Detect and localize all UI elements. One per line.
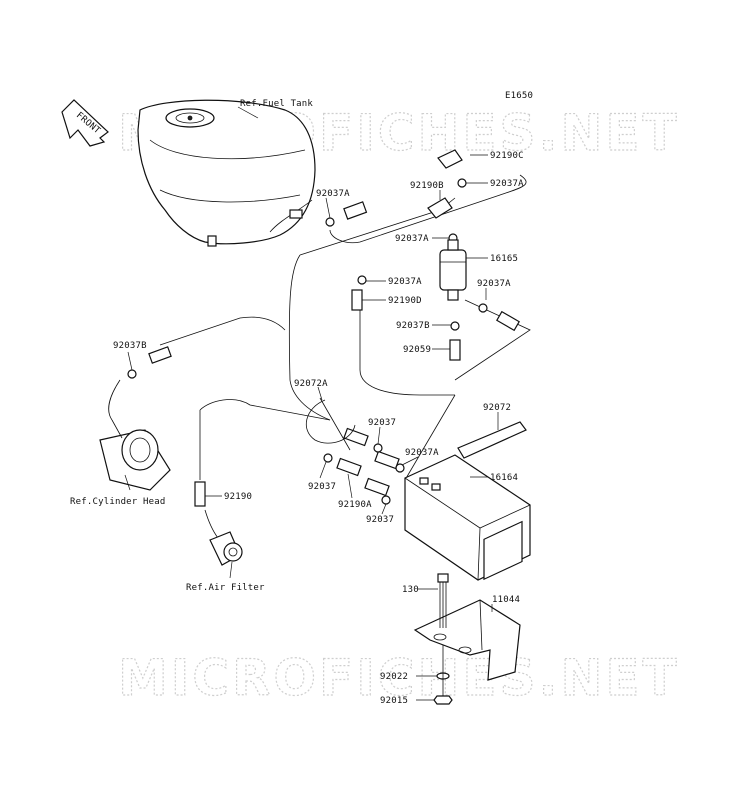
callout-92022: 92022 xyxy=(380,672,408,682)
hose-right xyxy=(496,310,520,332)
callout-11044: 11044 xyxy=(492,595,520,605)
callout-92037a-6: 92037A xyxy=(405,448,439,458)
callout-130: 130 xyxy=(402,585,419,595)
band-strap xyxy=(319,397,351,451)
callout-92059: 92059 xyxy=(403,345,431,355)
callout-92037a-5: 92037A xyxy=(477,279,511,289)
hose-92059 xyxy=(449,339,461,361)
callout-92190c: 92190C xyxy=(490,151,524,161)
callout-92190a: 92190A xyxy=(338,500,372,510)
ref-air-filter-label: Ref.Air Filter xyxy=(186,583,265,593)
hose-mid-1 xyxy=(343,427,369,447)
callout-92072: 92072 xyxy=(483,403,511,413)
callout-92037-3: 92037 xyxy=(366,515,394,525)
callout-92190: 92190 xyxy=(224,492,252,502)
canister-16164 xyxy=(404,454,531,581)
callout-92037b-2: 92037B xyxy=(113,341,147,351)
hose-mid-3 xyxy=(364,477,390,497)
hose-92190a xyxy=(336,457,362,477)
callout-92037a-2: 92037A xyxy=(316,189,350,199)
hose-left xyxy=(148,346,172,364)
front-arrow-icon: FRONT xyxy=(61,99,109,147)
band-92072a xyxy=(305,399,356,444)
hose-92190b xyxy=(427,197,453,219)
hose-mid-2 xyxy=(374,450,400,470)
nut-92015 xyxy=(433,695,453,705)
hose-92190d xyxy=(351,289,363,311)
watermark-bottom: MICROFICHES.NET xyxy=(118,649,680,707)
air-filter-fitting xyxy=(209,531,243,566)
callout-92015: 92015 xyxy=(380,696,408,706)
callout-92037b-1: 92037B xyxy=(396,321,430,331)
callouts: 92190C 92037A 92037A 92190B 92037A 16165… xyxy=(113,151,524,706)
callout-92037-1: 92037 xyxy=(368,418,396,428)
figure-code: E1650 xyxy=(505,91,533,101)
callout-92037-2: 92037 xyxy=(308,482,336,492)
ref-fuel-tank-label: Ref.Fuel Tank xyxy=(240,99,313,109)
callout-16165: 16165 xyxy=(490,254,518,264)
fuel-filter-16165 xyxy=(439,239,467,301)
hose-92190 xyxy=(194,481,206,507)
cylinder-head-fitting xyxy=(99,419,171,491)
bolt-130 xyxy=(437,573,449,628)
callout-92190d: 92190D xyxy=(388,296,422,306)
callout-92037a-3: 92037A xyxy=(395,234,429,244)
callout-92037a-4: 92037A xyxy=(388,277,422,287)
callout-92072a: 92072A xyxy=(294,379,328,389)
fuel-tank-shape xyxy=(137,99,316,247)
strap-92072 xyxy=(457,421,527,459)
callout-92190b: 92190B xyxy=(410,181,444,191)
hose-top-left xyxy=(343,201,368,220)
ref-cylinder-head-label: Ref.Cylinder Head xyxy=(70,497,166,507)
callout-92037a-1: 92037A xyxy=(490,179,524,189)
hose-92190c xyxy=(437,149,463,169)
callout-16164: 16164 xyxy=(490,473,518,483)
